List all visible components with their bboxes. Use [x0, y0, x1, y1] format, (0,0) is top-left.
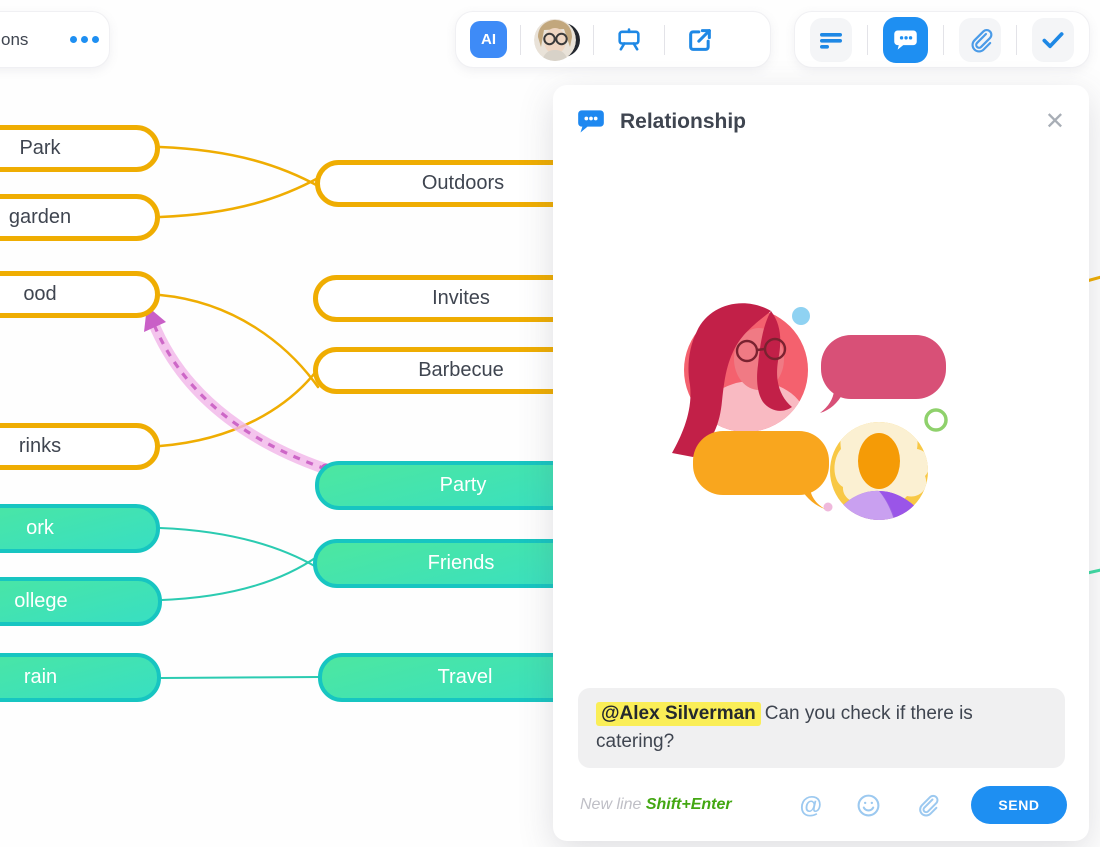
mindmap-node-work[interactable]: ork [0, 504, 160, 553]
export-share-button[interactable] [678, 18, 722, 62]
node-label: Party [439, 474, 487, 496]
attachments-button[interactable] [958, 17, 1001, 62]
mention-icon[interactable]: @ [799, 791, 822, 818]
node-label: Barbecue [418, 359, 504, 381]
mindmap-node-park[interactable]: Park [0, 125, 160, 172]
relationship-comment-panel: Relationship ✕ [553, 85, 1089, 841]
share-export-icon [689, 28, 711, 51]
comments-button-active[interactable] [883, 16, 928, 63]
node-label: Outdoors [421, 172, 505, 194]
ai-assistant-button[interactable]: AI [470, 21, 507, 58]
node-label: Invites [432, 287, 490, 309]
mindmap-node-train[interactable]: rain [0, 653, 161, 702]
toolbar-divider [593, 24, 594, 55]
send-button[interactable]: SEND [971, 786, 1067, 824]
presentation-button[interactable] [607, 18, 651, 62]
relationship-arrow [144, 306, 332, 475]
outline-lines-icon [820, 32, 843, 49]
node-label: garden [8, 206, 72, 228]
newline-hint: New line Shift+Enter [580, 796, 732, 813]
left-toolbar: ons [0, 11, 110, 68]
emoji-icon[interactable] [856, 793, 881, 818]
conversation-illustration [672, 303, 948, 520]
toolbar-divider [1015, 24, 1017, 55]
panel-footer: New line Shift+Enter @ SEND [580, 785, 1067, 825]
tab-label-fragment[interactable]: ons [1, 29, 29, 49]
node-label: rinks [18, 435, 62, 457]
toolbar-group-panels [794, 11, 1090, 68]
mindmap-node-college[interactable]: ollege [0, 577, 162, 626]
node-label: Friends [427, 552, 495, 574]
node-label: ollege [14, 590, 68, 612]
checkmark-icon [1042, 31, 1064, 48]
more-options-icon[interactable] [70, 36, 100, 43]
node-label: Travel [437, 666, 493, 688]
chat-bubble-icon [894, 30, 917, 50]
toolbar-divider [942, 24, 944, 55]
paperclip-icon [971, 28, 993, 52]
node-label: ork [26, 517, 54, 539]
toolbar-group-share: AI [455, 11, 771, 68]
mention-chip[interactable]: @Alex Silverman [596, 702, 761, 726]
mindmap-node-garden[interactable]: garden [0, 194, 160, 241]
tasks-done-button[interactable] [1031, 17, 1074, 62]
avatar [534, 18, 580, 61]
toolbar-divider [867, 24, 869, 55]
collaborator-avatars[interactable] [534, 17, 580, 63]
comment-bubble-icon [578, 110, 604, 133]
presentation-easel-icon [618, 27, 640, 51]
mindmap-node-drinks[interactable]: rinks [0, 423, 160, 470]
node-label: Park [19, 137, 61, 159]
panel-header: Relationship ✕ [553, 85, 1089, 135]
comment-text: Can you check if there is catering? [596, 703, 973, 752]
node-label: ood [23, 283, 57, 305]
toolbar-divider [664, 24, 665, 55]
outline-button[interactable] [810, 17, 853, 62]
panel-title: Relationship [620, 110, 747, 133]
toolbar-divider [520, 24, 521, 55]
close-icon[interactable]: ✕ [1044, 108, 1065, 135]
mindmap-node-food[interactable]: ood [0, 271, 160, 318]
node-label: rain [23, 666, 58, 688]
attach-file-icon[interactable] [915, 793, 939, 817]
